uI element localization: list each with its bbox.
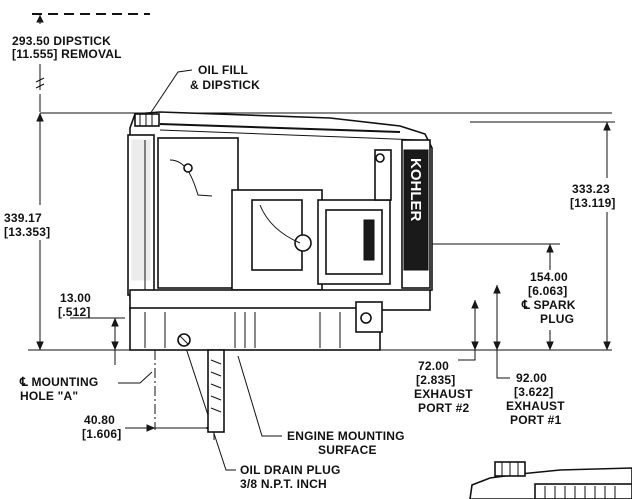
exhaust1-line1: 92.00: [516, 371, 547, 385]
overall-height-line1: 333.23: [572, 182, 610, 196]
secondary-engine-view: [469, 461, 632, 499]
engine-body: KOHLER: [127, 111, 433, 433]
spark-plug-line2: [6.063]: [528, 284, 567, 298]
dipstick-removal-dimension: [32, 13, 150, 112]
mounting-hole-leader: [118, 371, 153, 384]
oil-fill-line1: OIL FILL: [198, 63, 248, 77]
mounting-hole-line1: ℄ MOUNTING: [19, 375, 98, 389]
oil-drain-line1: OIL DRAIN PLUG: [240, 463, 341, 477]
dipstick-removal-line2: [11.555] REMOVAL: [12, 47, 122, 61]
dim-40-dimension: [125, 360, 215, 440]
mounting-hole-line2: HOLE "A": [20, 389, 78, 403]
dim-40-line1: 40.80: [84, 413, 115, 427]
exhaust2-line1: 72.00: [418, 359, 449, 373]
overall-height-line2: [13.119]: [570, 196, 616, 210]
oil-drain-leader: [183, 341, 236, 471]
height-339-line1: 339.17: [4, 211, 42, 225]
oil-drain-line2: 3/8 N.P.T. INCH: [240, 477, 327, 491]
oil-fill-leader: [149, 69, 193, 115]
dim-40-line2: [1.606]: [82, 427, 121, 441]
oil-fill-line2: & DIPSTICK: [190, 78, 260, 92]
engine-mounting-leader: [237, 355, 282, 437]
kohler-logo: KOHLER: [407, 158, 424, 222]
engine-mounting-line2: SURFACE: [318, 443, 377, 457]
dim-13-dimension: [70, 317, 125, 365]
dipstick-removal-line1: 293.50 DIPSTICK: [12, 34, 111, 48]
exhaust1-line3: EXHAUST: [506, 399, 565, 413]
exhaust1-line2: [3.622]: [514, 385, 553, 399]
height-339-line2: [13.353]: [4, 225, 50, 239]
exhaust-port-1-dimension: [493, 284, 510, 379]
height-339-dimension: [36, 112, 44, 351]
exhaust-port-2-dimension: [458, 299, 479, 361]
engine-mounting-line1: ENGINE MOUNTING: [287, 429, 405, 443]
exhaust2-line4: PORT #2: [418, 401, 470, 415]
exhaust1-line4: PORT #1: [510, 413, 562, 427]
exhaust2-line2: [2.835]: [416, 373, 455, 387]
dim-13-line1: 13.00: [60, 291, 91, 305]
spark-plug-line1: 154.00: [530, 270, 568, 284]
dim-13-line2: [.512]: [58, 305, 91, 319]
spark-plug-line3: ℄ SPARK: [521, 298, 576, 312]
spark-plug-line4: PLUG: [540, 312, 574, 326]
overall-height-dimension: [470, 121, 615, 351]
exhaust2-line3: EXHAUST: [414, 387, 473, 401]
